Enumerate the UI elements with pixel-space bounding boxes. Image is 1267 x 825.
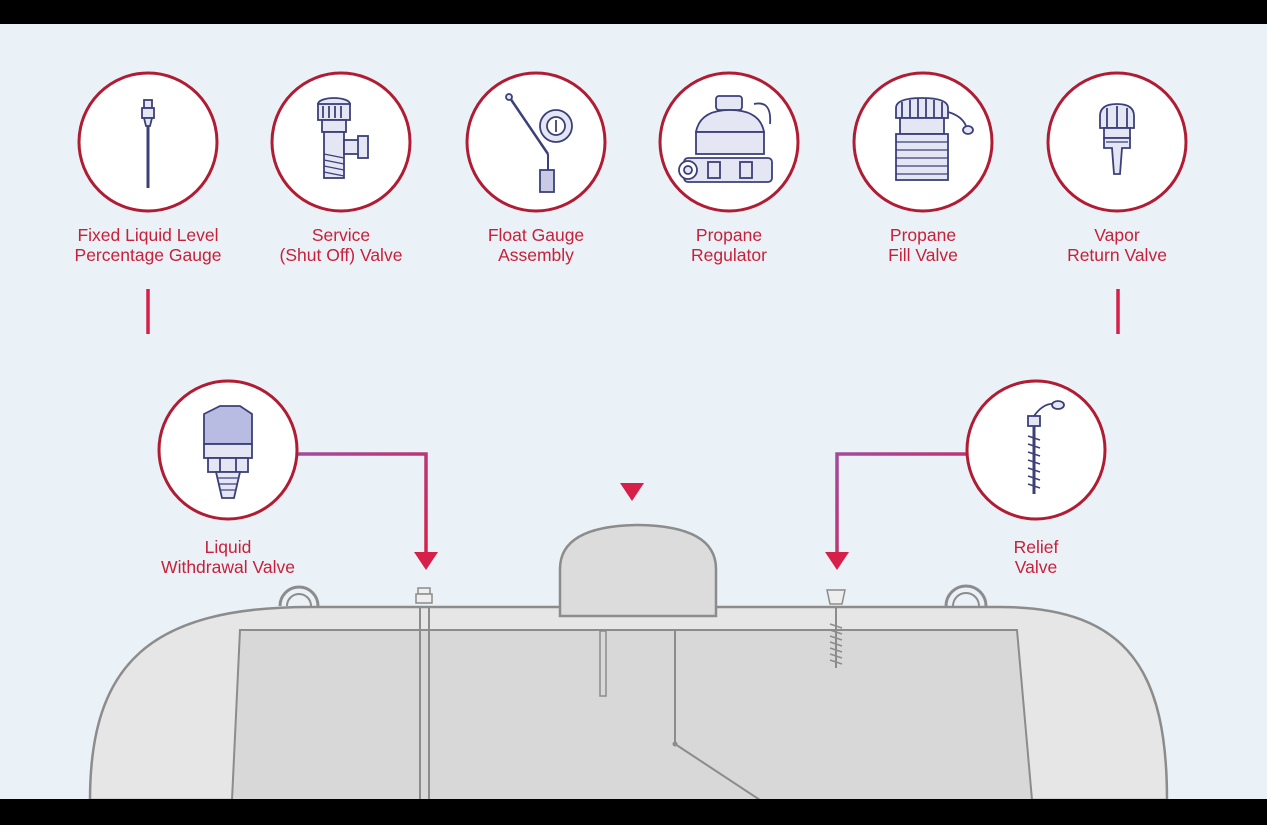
label-line: Fixed Liquid Level (77, 225, 219, 245)
label-fixed-liquid-level-gauge: Fixed Liquid Level Percentage Gauge (38, 225, 258, 265)
label-line: Return Valve (1067, 245, 1167, 265)
float-arm (672, 631, 761, 799)
propane-tank-diagram: Fixed Liquid Level Percentage Gauge Serv… (0, 24, 1267, 799)
label-line: (Shut Off) Valve (279, 245, 403, 265)
letterbox-top (0, 0, 1267, 24)
label-fill-valve: Propane Fill Valve (813, 225, 1033, 265)
lifting-lug-right (944, 584, 988, 607)
fixed-liquid-level-gauge-icon (141, 99, 155, 188)
label-line: Fill Valve (888, 245, 958, 265)
label-liquid-withdrawal-valve: Liquid Withdrawal Valve (118, 537, 338, 577)
float-gauge-icon (505, 93, 573, 193)
tank-band (231, 629, 1033, 799)
label-line: Vapor (1094, 225, 1140, 245)
label-line: Percentage Gauge (74, 245, 222, 265)
vapor-return-valve-icon (1099, 103, 1135, 175)
arrow-relief (825, 552, 849, 570)
tank-dome (558, 523, 718, 618)
diagram-svg (77, 71, 1188, 799)
label-line: Withdrawal Valve (161, 557, 295, 577)
label-line: Regulator (691, 245, 767, 265)
label-line: Propane (695, 225, 763, 245)
label-line: Propane (889, 225, 957, 245)
label-line: Float Gauge (487, 225, 585, 245)
liquid-dip-tube (419, 607, 430, 799)
propane-regulator-icon (678, 95, 773, 183)
liquid-withdrawal-fitting (415, 587, 433, 604)
liquid-withdrawal-valve-icon (203, 405, 253, 499)
label-propane-regulator: Propane Regulator (619, 225, 839, 265)
label-service-valve: Service (Shut Off) Valve (231, 225, 451, 265)
gauge-dip-tube (599, 630, 607, 697)
arrow-liquid-withdrawal (414, 552, 438, 570)
relief-valve-icon (1027, 400, 1065, 494)
label-line: Assembly (498, 245, 574, 265)
relief-valve-fitting (826, 589, 846, 668)
label-relief-valve: Relief Valve (926, 537, 1146, 577)
arrowheads (414, 483, 849, 570)
label-line: Liquid (204, 537, 252, 557)
label-vapor-return-valve: Vapor Return Valve (1007, 225, 1227, 265)
label-float-gauge: Float Gauge Assembly (426, 225, 646, 265)
letterbox-bottom (0, 799, 1267, 825)
label-line: Service (311, 225, 371, 245)
propane-tank (88, 523, 1169, 799)
service-valve-icon (317, 97, 369, 179)
lifting-lug-left (278, 585, 320, 607)
label-line: Valve (1014, 557, 1058, 577)
arrow-tank-dome (620, 483, 644, 501)
connector-lines (146, 289, 1120, 554)
label-line: Relief (1013, 537, 1059, 557)
fill-valve-icon (895, 97, 974, 181)
